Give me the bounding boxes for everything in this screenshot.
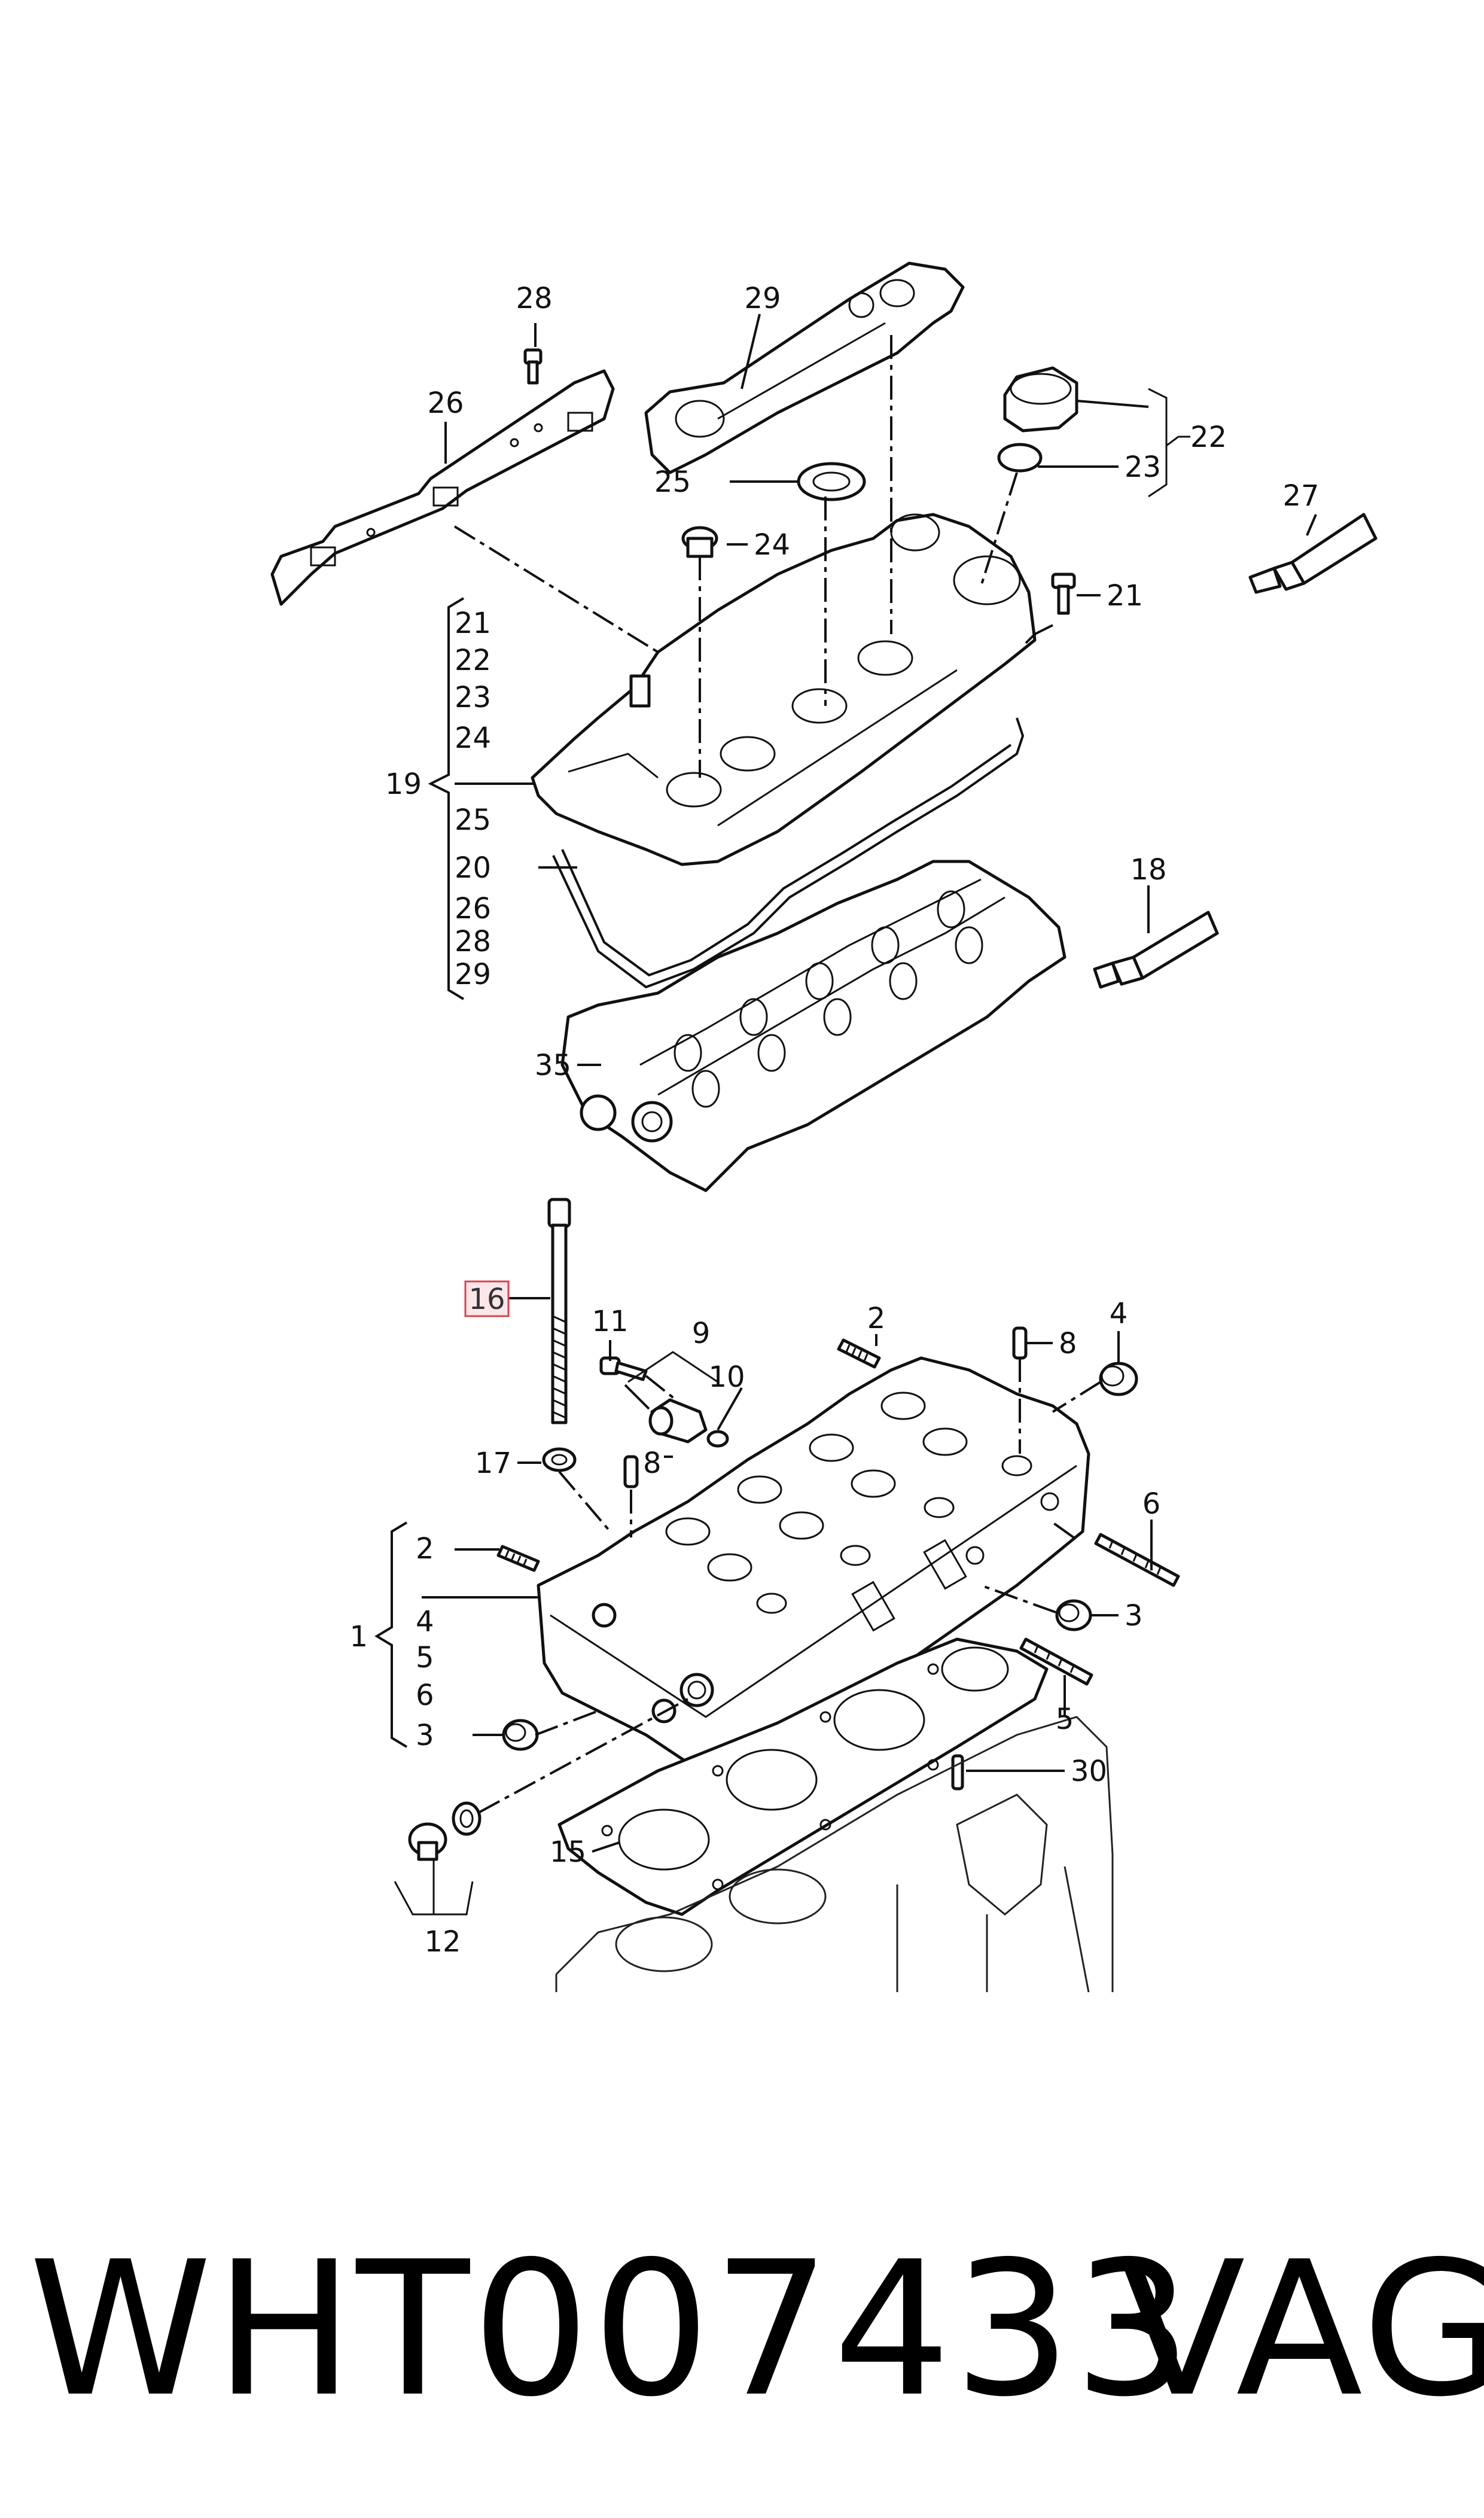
bracket19-item-21: 21 <box>455 607 491 640</box>
callout-21: 21 <box>1107 579 1143 613</box>
head-gasket-part <box>557 1637 1049 1916</box>
callout-25: 25 <box>654 465 691 499</box>
sealant-tube-18-part <box>1093 911 1219 989</box>
callout-26: 26 <box>427 386 464 420</box>
seal-25-part <box>797 462 866 501</box>
brand-caption: VAG <box>1119 2222 1484 2438</box>
bracket1-item-2: 2 <box>416 1532 434 1566</box>
callout-15: 15 <box>550 1835 586 1869</box>
callout-9: 9 <box>692 1317 711 1350</box>
callout-27: 27 <box>1282 479 1319 513</box>
bracket-1 <box>374 1521 408 1748</box>
callout-4-upper: 4 <box>1110 1297 1128 1330</box>
callout-22: 22 <box>1190 421 1227 454</box>
callout-19: 19 <box>385 768 422 801</box>
callout-8-upper: 8 <box>1059 1327 1077 1360</box>
callout-35: 35 <box>535 1049 571 1082</box>
cover-gasket-part <box>552 717 1025 989</box>
callout-23: 23 <box>1125 450 1161 484</box>
bracket-19 <box>428 597 465 1000</box>
callout-17: 17 <box>475 1447 511 1480</box>
exploded-parts-diagram: 28 29 26 25 24 22 23 27 21 18 35 19 21 2… <box>270 261 1378 1993</box>
callout-28: 28 <box>516 282 552 315</box>
callout-29: 29 <box>744 282 781 315</box>
bolt-11-part <box>599 1356 648 1381</box>
stud-2-upper-part <box>837 1338 881 1369</box>
bolt-21-part <box>1051 573 1076 615</box>
bracket19-item-26: 26 <box>455 892 491 925</box>
callout-8-lower: 8 <box>643 1447 662 1480</box>
callout-16: 16 <box>468 1283 505 1316</box>
bracket19-item-22: 22 <box>455 644 491 677</box>
engine-cover-part <box>644 261 965 474</box>
camshaft-housing-part <box>560 860 1066 1192</box>
callout-2-upper: 2 <box>867 1302 886 1335</box>
bracket19-item-23: 23 <box>455 681 491 714</box>
callout-11: 11 <box>592 1305 628 1338</box>
bracket19-item-29: 29 <box>455 958 491 991</box>
highlight-box-16 <box>464 1280 510 1317</box>
bracket1-item-5: 5 <box>416 1641 434 1674</box>
stud-5-part <box>1019 1637 1093 1686</box>
dowel-pin-8-upper-part <box>1012 1326 1028 1360</box>
bracket1-item-3: 3 <box>416 1719 434 1752</box>
dowel-30-part <box>951 1754 964 1791</box>
bolt-28-part <box>523 348 543 385</box>
callout-30: 30 <box>1071 1755 1107 1788</box>
callout-18: 18 <box>1130 853 1166 887</box>
callout-12: 12 <box>424 1925 461 1959</box>
engine-block-outline <box>555 1716 1114 1993</box>
callout-3-right: 3 <box>1125 1599 1143 1633</box>
cover-strip-part <box>270 369 615 606</box>
cap-3-left-part <box>502 1719 539 1751</box>
dowel-pin-8-lower-part <box>623 1455 639 1488</box>
bracket19-item-28: 28 <box>455 925 491 958</box>
cap-4-part <box>1099 1362 1138 1396</box>
plug-24-part <box>681 526 718 558</box>
bracket19-item-20: 20 <box>455 851 491 885</box>
part-number-caption: WHT007433 <box>29 2222 1194 2438</box>
cap-3-right-part <box>1055 1599 1092 1631</box>
filler-cap-part <box>997 366 1078 473</box>
callout-1: 1 <box>349 1620 368 1654</box>
sealant-tube-27-part <box>1248 513 1378 594</box>
head-bolt-part <box>547 1198 571 1424</box>
sensor-part <box>648 1398 729 1448</box>
bracket1-item-4: 4 <box>416 1605 434 1639</box>
stud-2-lower-part <box>496 1545 540 1572</box>
callout-5-right: 5 <box>1056 1703 1074 1736</box>
bracket1-item-6: 6 <box>416 1679 434 1712</box>
stud-6-part <box>1094 1533 1180 1587</box>
washer-17-part <box>542 1447 577 1472</box>
callout-6-right: 6 <box>1142 1487 1161 1521</box>
bracket19-item-25: 25 <box>455 803 491 837</box>
callout-10: 10 <box>708 1360 745 1394</box>
callout-24: 24 <box>754 528 790 562</box>
cylinder-head-cover-part <box>531 513 1037 866</box>
plug-12-part <box>408 1801 482 1861</box>
bracket19-item-24: 24 <box>455 721 491 755</box>
